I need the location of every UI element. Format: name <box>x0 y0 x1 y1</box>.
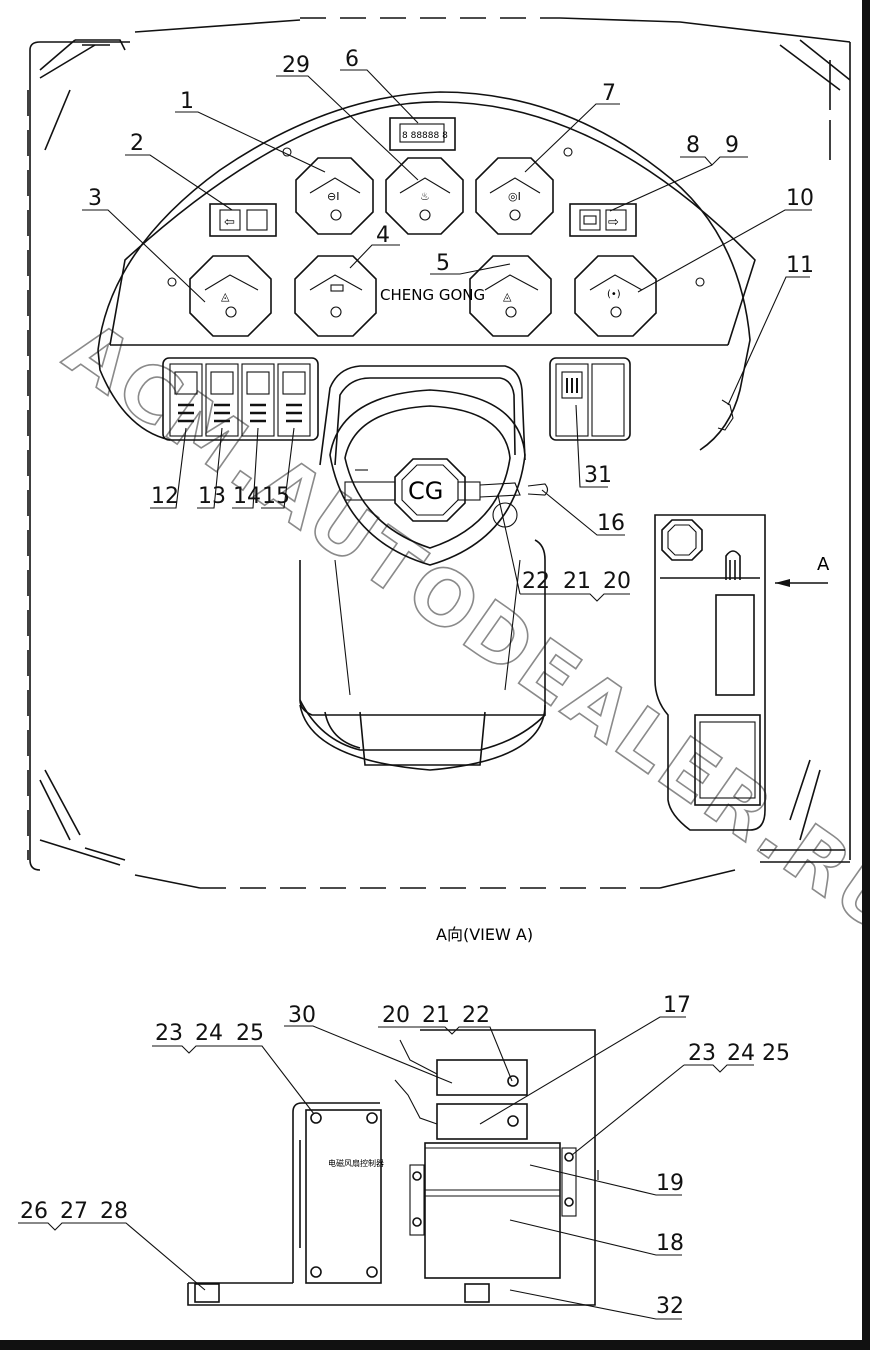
steering-wheel: CG <box>329 389 549 566</box>
callout-13: 13 <box>198 484 226 509</box>
callout-25-right: 25 <box>762 1041 790 1066</box>
callout-4: 4 <box>376 223 390 248</box>
right-arrow-icon: ⇨ <box>608 215 619 230</box>
callout-11: 11 <box>786 253 814 278</box>
gauge-7-icon: ◎I <box>508 190 521 203</box>
callout-32: 32 <box>656 1294 684 1319</box>
gauge-3: ◬ <box>189 255 272 337</box>
callout-21: 21 <box>563 569 591 594</box>
cab-outline <box>27 17 851 889</box>
callout-31: 31 <box>584 463 612 488</box>
callout-24-right: 24 <box>727 1041 755 1066</box>
gauge-29: ♨ <box>385 157 464 235</box>
gauge-7: ◎I <box>475 157 554 235</box>
callout-22-view: 22 <box>462 1003 490 1028</box>
callouts-top: 1 2 3 4 5 6 7 29 8 9 10 11 12 13 14 15 1… <box>82 47 814 602</box>
gauge-1-icon: ⊖I <box>327 190 339 203</box>
view-a-arrow-label: A <box>817 554 830 575</box>
brand-text: CHENG GONG <box>380 286 485 304</box>
hour-meter-digits: 8 88888 8 <box>402 131 448 141</box>
callout-20: 20 <box>603 569 631 594</box>
callout-16: 16 <box>597 511 625 536</box>
callout-12: 12 <box>151 484 179 509</box>
watermark-text: ACM.AUTODEALER.RU <box>50 304 870 953</box>
callout-2: 2 <box>130 131 144 156</box>
gauge-4 <box>294 255 377 337</box>
callout-5: 5 <box>436 251 450 276</box>
callout-18: 18 <box>656 1231 684 1256</box>
left-arrow-icon: ⇦ <box>224 215 235 230</box>
callout-1: 1 <box>180 89 194 114</box>
callout-10: 10 <box>786 186 814 211</box>
gauge-5-icon: ◬ <box>503 290 512 303</box>
frame-bottom <box>0 1340 870 1350</box>
callout-21-view: 21 <box>422 1003 450 1028</box>
hour-meter: 8 88888 8 <box>389 117 456 151</box>
gauge-1: ⊖I <box>295 157 374 235</box>
gauge-3-icon: ◬ <box>221 290 230 303</box>
callout-23-left: 23 <box>155 1021 183 1046</box>
view-a-title: A向(VIEW A) <box>436 925 533 944</box>
callout-29: 29 <box>282 53 310 78</box>
latch-11 <box>717 399 734 431</box>
view-a-assembly: 电磁风扇控制器 <box>187 1029 599 1306</box>
side-console: A <box>654 514 830 831</box>
gauge-10: (•) <box>574 255 657 337</box>
callout-27: 27 <box>60 1199 88 1224</box>
callout-30: 30 <box>288 1003 316 1028</box>
callout-6: 6 <box>345 47 359 72</box>
right-turn-indicator: ⇨ <box>569 203 637 237</box>
gauge-29-icon: ♨ <box>420 190 430 203</box>
callout-20-view: 20 <box>382 1003 410 1028</box>
callout-25-left: 25 <box>236 1021 264 1046</box>
switch-bank-right <box>549 357 631 441</box>
callout-9: 9 <box>725 133 739 158</box>
gauge-5: ◬ <box>469 255 552 337</box>
callout-19: 19 <box>656 1171 684 1196</box>
callouts-view: 30 20 21 22 17 23 24 25 23 24 25 26 27 2… <box>18 993 790 1320</box>
callout-14: 14 <box>233 484 261 509</box>
frame-right <box>862 0 870 1350</box>
callout-23-right: 23 <box>688 1041 716 1066</box>
callout-3: 3 <box>88 186 102 211</box>
callout-8: 8 <box>686 133 700 158</box>
callout-28: 28 <box>100 1199 128 1224</box>
left-turn-indicator: ⇦ <box>209 203 277 237</box>
instrument-panel <box>97 91 756 451</box>
fan-controller-label: 电磁风扇控制器 <box>328 1158 384 1168</box>
callout-26: 26 <box>20 1199 48 1224</box>
gauge-10-icon: (•) <box>607 289 621 300</box>
callout-17: 17 <box>663 993 691 1018</box>
steering-hub-logo: CG <box>408 477 443 505</box>
callout-24-left: 24 <box>195 1021 223 1046</box>
callout-7: 7 <box>602 81 616 106</box>
callout-22: 22 <box>522 569 550 594</box>
watermark: ACM.AUTODEALER.RU <box>49 303 870 954</box>
